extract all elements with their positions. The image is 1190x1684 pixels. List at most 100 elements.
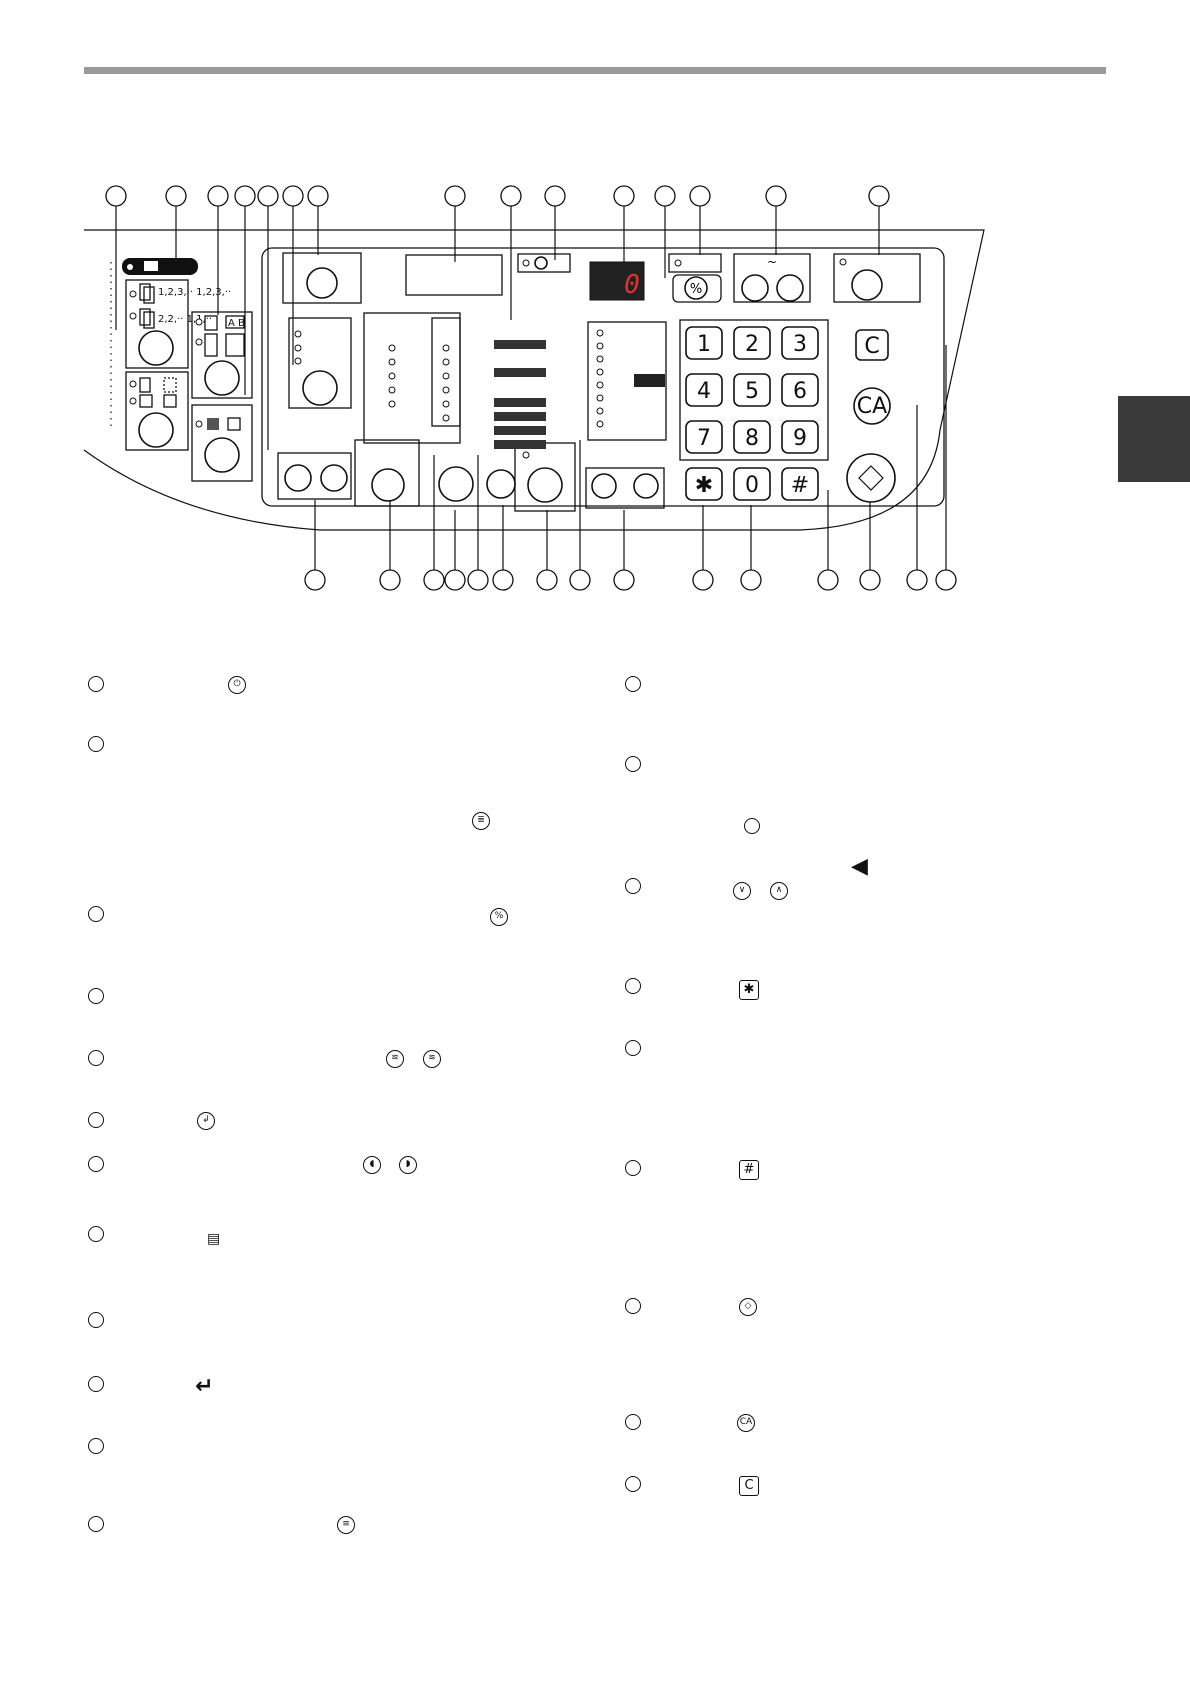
key-label: 5 (745, 379, 759, 404)
legend-marker (88, 988, 104, 1004)
key-5-button[interactable] (733, 373, 771, 407)
exposure-mode-group (288, 317, 352, 409)
exposure-dark-button[interactable] (320, 464, 348, 492)
legend-marker (625, 878, 641, 894)
bottom-callouts (304, 569, 957, 591)
panel-outline (83, 229, 985, 531)
copy-ratio-arrows-group (585, 467, 665, 509)
clear-icon: C (739, 1476, 759, 1496)
key-0-button[interactable] (733, 467, 771, 501)
zoom-up-button[interactable] (776, 274, 804, 302)
key-label: 2 (745, 332, 759, 357)
ratio-down-button[interactable] (591, 473, 617, 499)
two-up-group (191, 311, 253, 399)
enter-icon: ↵ (195, 1374, 214, 1399)
tray-leds (388, 344, 450, 422)
sort-indicator-bar (122, 258, 198, 275)
legend-marker (625, 756, 641, 772)
key-label: 9 (793, 426, 807, 451)
legend-marker (88, 1156, 104, 1172)
zoom-down-button[interactable] (741, 274, 769, 302)
star-key-label: ✱ (695, 473, 713, 498)
output-select-button[interactable] (371, 468, 405, 502)
keypad-frame (679, 319, 829, 461)
zoom-icon: % (490, 908, 508, 926)
key-2-button[interactable] (733, 326, 771, 360)
black-white-reverse-group (191, 404, 253, 482)
key-label: 6 (793, 379, 807, 404)
panel-inner-frame (261, 247, 945, 507)
key-6-button[interactable] (781, 373, 819, 407)
copy-count-display (589, 261, 645, 301)
svg-text:CA: CA (857, 394, 887, 419)
power-save-icon: ⏻ (228, 676, 246, 694)
legend-marker (88, 1112, 104, 1128)
chapter-tab (1118, 396, 1190, 482)
legend-marker (88, 1376, 104, 1392)
exposure-light-button[interactable] (284, 464, 312, 492)
key-label: 1 (697, 332, 711, 357)
margin-button[interactable] (138, 412, 174, 448)
zoom-ratio-group (587, 321, 667, 441)
legend-marker (625, 1298, 641, 1314)
key-7-button[interactable] (685, 420, 723, 454)
svg-text:A B: A B (228, 318, 245, 329)
zoom-down-icon: ≋ (386, 1050, 404, 1068)
key-3-button[interactable] (781, 326, 819, 360)
top-callouts (105, 185, 890, 207)
paper-trays-graphic (494, 340, 546, 449)
key-9-button[interactable] (781, 420, 819, 454)
tray-select-button[interactable] (527, 467, 563, 503)
output-select-group (354, 439, 420, 507)
clear-button[interactable] (855, 329, 889, 361)
output-tray-icon: ▤ (207, 1231, 221, 1247)
zoom-adjust-group (733, 253, 811, 303)
two-up-button[interactable] (204, 360, 240, 396)
hash-key-label: # (791, 473, 809, 498)
sort-button[interactable] (138, 330, 174, 366)
clear-all-button[interactable] (853, 387, 891, 425)
output-icon: ≣ (472, 812, 490, 830)
header-rule (84, 67, 1106, 74)
key-label: 4 (697, 379, 711, 404)
key-8-button[interactable] (733, 420, 771, 454)
legend-marker (88, 1516, 104, 1532)
ratio-up-button[interactable] (633, 473, 659, 499)
key-label: 3 (793, 332, 807, 357)
legend-marker (625, 1160, 641, 1176)
bw-reverse-button[interactable] (204, 437, 240, 473)
exposure-mode-button[interactable] (302, 370, 338, 406)
svg-text:1,2,3,·· 1,2,3,··: 1,2,3,·· 1,2,3,·· (158, 287, 231, 298)
led-icon (744, 818, 760, 834)
key-4-button[interactable] (685, 373, 723, 407)
interrupt-button[interactable] (851, 269, 883, 301)
start-icon: ◇ (739, 1298, 757, 1316)
paper-size-display-group (405, 254, 503, 296)
interrupt-group (833, 253, 921, 303)
legend-marker (625, 1476, 641, 1492)
bottom-leaders (314, 345, 947, 570)
control-panel-diagram: 1,2,3,·· 1,2,3,·· 2,2,·· 1,1,·· A B 0 % … (83, 185, 985, 591)
key-label: 8 (745, 426, 759, 451)
auto-image-button[interactable] (306, 267, 338, 299)
zoom-button[interactable] (684, 276, 708, 300)
svg-text:~: ~ (767, 255, 777, 269)
tray-led-column (431, 317, 461, 427)
interrupt-icon: ↲ (197, 1112, 215, 1130)
star-key-icon: ✱ (739, 980, 759, 1000)
svg-text:0: 0 (624, 270, 640, 300)
ratio-down-icon: ∨ (733, 882, 751, 900)
legend-marker (88, 1226, 104, 1242)
enter-button[interactable] (438, 466, 474, 502)
svg-text:%: % (690, 282, 702, 297)
paper-select-icon: ≡ (337, 1516, 355, 1534)
paper-select-button[interactable] (486, 469, 516, 499)
clear-all-icon: CA (737, 1414, 755, 1432)
key-1-button[interactable] (685, 326, 723, 360)
start-button[interactable] (846, 453, 896, 503)
zoom-button-frame (672, 274, 722, 303)
ratio-up-icon: ∧ (770, 882, 788, 900)
star-key-button[interactable] (685, 467, 723, 501)
hash-key-button[interactable] (781, 467, 819, 501)
